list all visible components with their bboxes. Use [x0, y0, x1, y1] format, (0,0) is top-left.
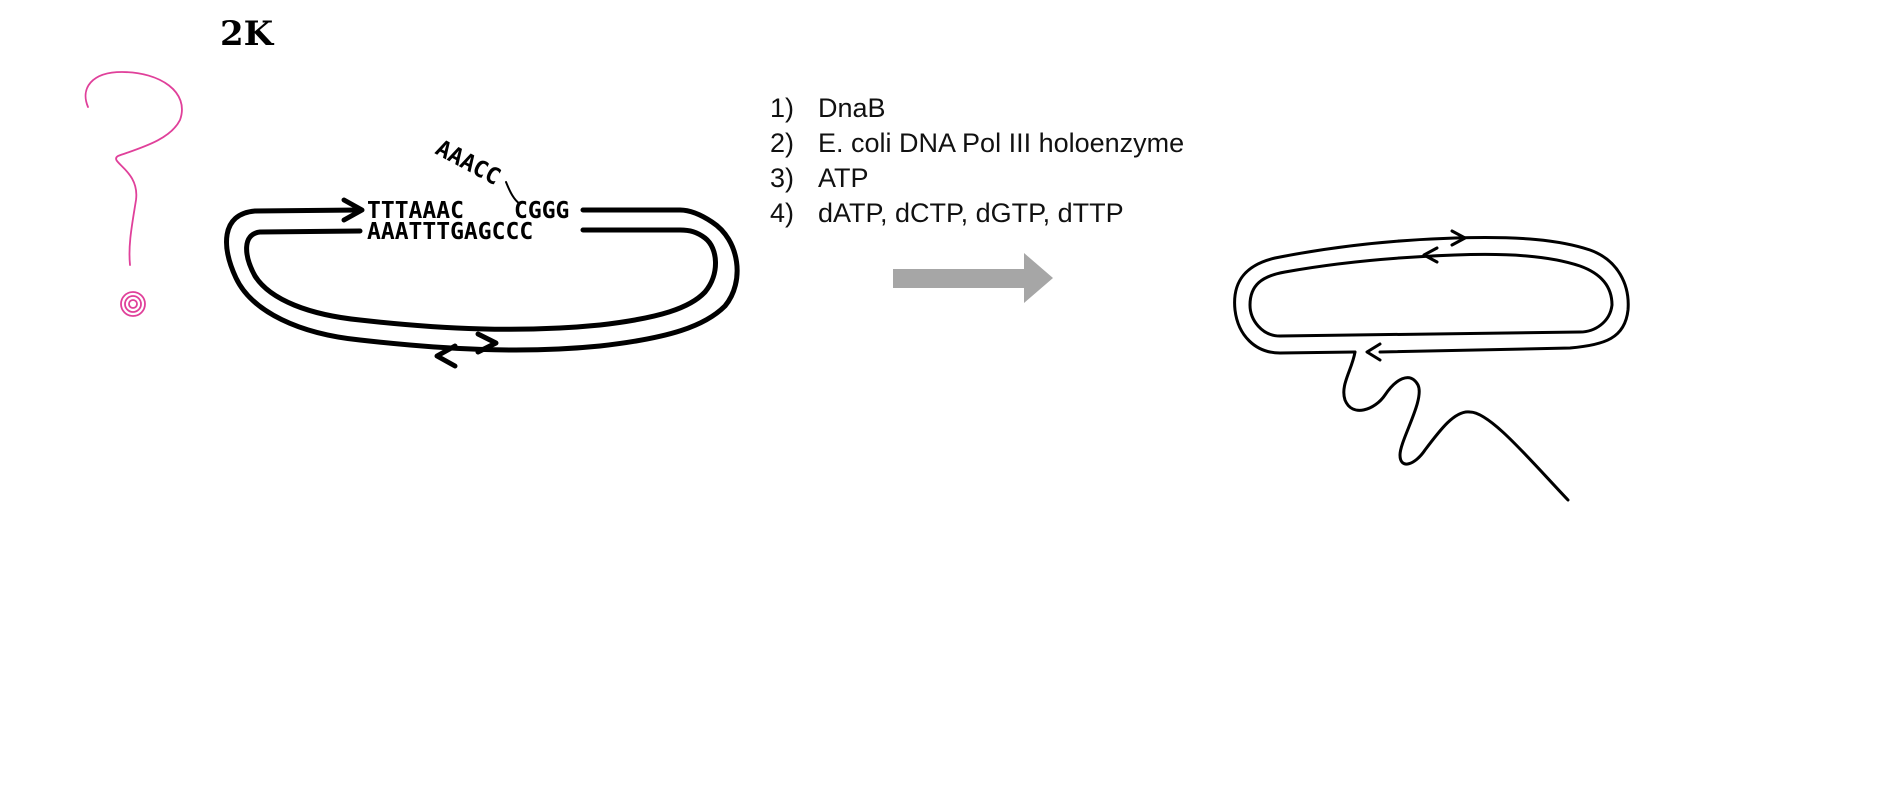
reagent-number: 3) — [770, 163, 795, 193]
inner-strand — [244, 227, 718, 332]
arrowhead-right-icon — [341, 197, 365, 223]
arrowhead-left-icon — [1365, 342, 1382, 362]
reagent-item: 2) E. coli DNA Pol III holoenzyme — [770, 126, 1184, 161]
outer-strand — [224, 207, 740, 353]
reagent-number: 2) — [770, 128, 795, 158]
reagent-item: 4) dATP, dCTP, dGTP, dTTP — [770, 196, 1184, 231]
product-circular-dna — [1233, 229, 1630, 502]
arrowhead-left-icon — [434, 343, 458, 369]
reagent-number: 1) — [770, 93, 795, 123]
arrowhead-left-icon — [1422, 246, 1439, 264]
reagent-number: 4) — [770, 198, 795, 228]
reagent-label: E. coli DNA Pol III holoenzyme — [818, 128, 1185, 158]
displaced-strand — [1342, 350, 1570, 502]
sequence-flap: AAACC — [431, 135, 504, 190]
reagent-label: dATP, dCTP, dGTP, dTTP — [818, 198, 1124, 228]
outer-strand — [1233, 236, 1630, 355]
circular-dna-with-flap — [224, 181, 740, 369]
figure-label: 2K — [220, 14, 274, 54]
sequence-top-left: TTTAAAC — [367, 198, 464, 224]
question-mark-icon — [84, 71, 183, 317]
reagent-item: 3) ATP — [770, 161, 1184, 196]
inner-strand — [1248, 252, 1614, 338]
reagent-list: 1) DnaB 2) E. coli DNA Pol III holoenzym… — [770, 91, 1184, 231]
reagent-item: 1) DnaB — [770, 91, 1184, 126]
arrowhead-right-icon — [1450, 229, 1467, 247]
sequence-bottom: AAATTTGAGCCC — [367, 219, 533, 245]
arrowhead-right-icon — [475, 331, 499, 355]
reagent-label: ATP — [818, 163, 869, 193]
right-arrow-icon — [893, 253, 1053, 303]
sequence-top-right: CGGG — [514, 198, 569, 224]
reagent-label: DnaB — [818, 93, 886, 123]
